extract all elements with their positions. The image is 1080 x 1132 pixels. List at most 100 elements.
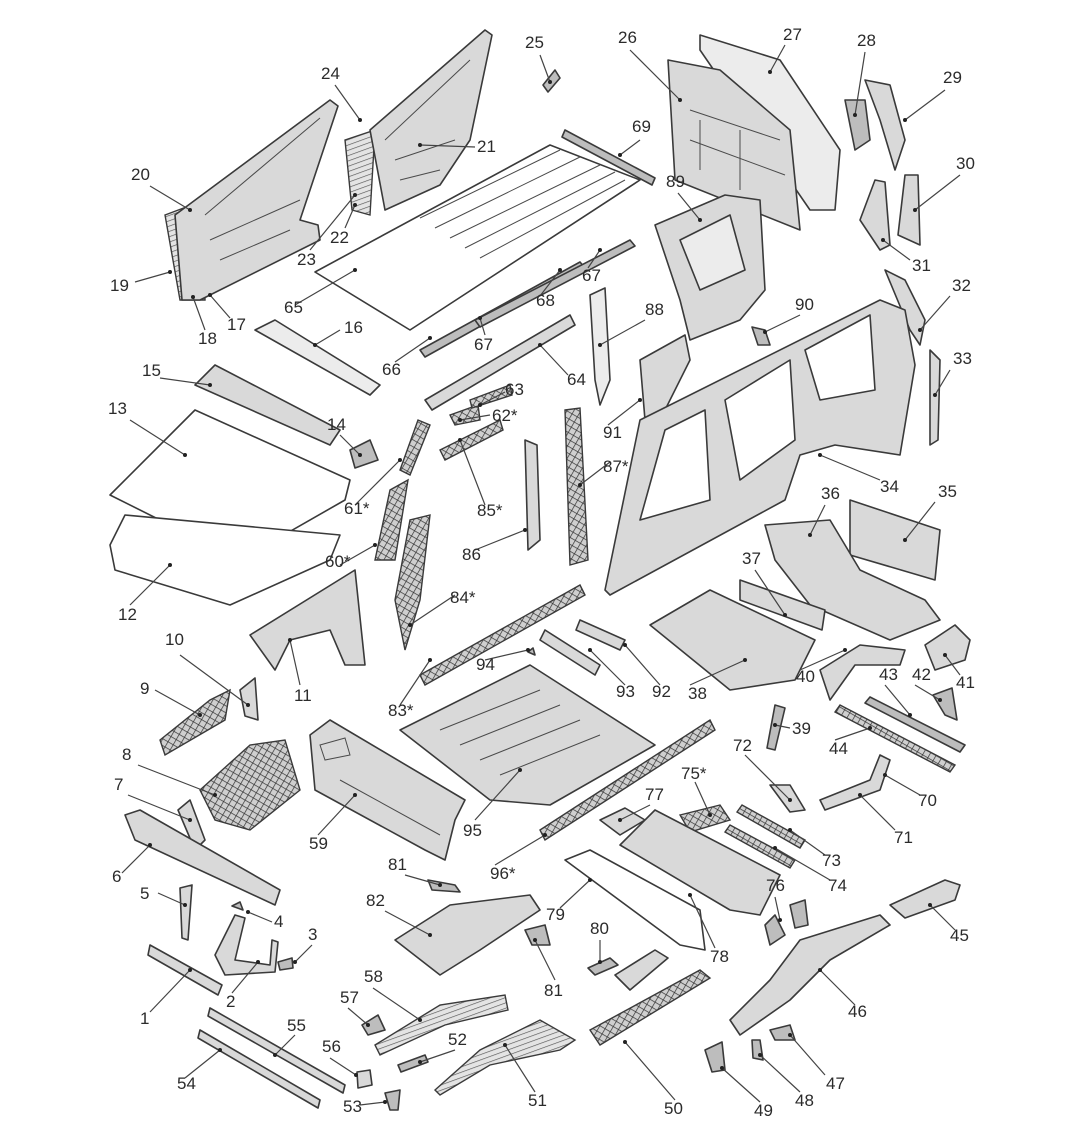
leader-dot: [708, 813, 712, 817]
pillar-part: [469, 384, 513, 409]
bracket-part: [575, 619, 626, 651]
leader-dot: [638, 398, 642, 402]
callout-14: 14: [327, 415, 346, 434]
callout-90: 90: [795, 295, 814, 314]
leader-dot: [168, 563, 172, 567]
leader-dot: [881, 238, 885, 242]
callout-8: 8: [122, 745, 131, 764]
leader-line: [399, 659, 431, 706]
leader-dot: [358, 118, 362, 122]
leader-dot: [458, 438, 462, 442]
leader-line: [919, 295, 951, 331]
leader-dot: [398, 458, 402, 462]
callout-82: 82: [366, 891, 385, 910]
leader-dot: [353, 193, 357, 197]
callout-62: 62*: [492, 406, 518, 425]
leader-dot: [523, 528, 527, 532]
bracket-part: [769, 1024, 796, 1041]
callout-87: 87*: [603, 457, 629, 476]
callout-41: 41: [956, 673, 975, 692]
leader-line: [479, 317, 486, 336]
leader-line: [384, 910, 431, 936]
leader-dot: [183, 903, 187, 907]
leader-line: [137, 764, 216, 796]
crossmember-part: [735, 804, 806, 849]
callout-33: 33: [953, 349, 972, 368]
callout-59: 59: [309, 834, 328, 853]
leader-line: [607, 399, 641, 426]
leader-dot: [688, 893, 692, 897]
rail-part: [864, 696, 966, 753]
frame-rail-part: [588, 969, 712, 1046]
bracket-part: [349, 439, 379, 469]
leader-line: [157, 892, 186, 906]
callout-17: 17: [227, 315, 246, 334]
callout-11: 11: [294, 686, 312, 705]
leader-dot: [858, 793, 862, 797]
leader-line: [339, 434, 361, 456]
callout-7: 7: [114, 775, 123, 794]
leader-line: [799, 649, 846, 671]
leader-dot: [808, 533, 812, 537]
leader-dot: [208, 293, 212, 297]
leader-line: [579, 461, 611, 486]
leader-dot: [598, 248, 602, 252]
leader-dot: [598, 960, 602, 964]
callout-53: 53: [343, 1097, 362, 1116]
leader-line: [419, 144, 476, 148]
callout-20: 20: [131, 165, 150, 184]
cowl-part: [194, 364, 341, 446]
leader-dot: [353, 203, 357, 207]
leader-line: [689, 894, 716, 949]
leader-line: [372, 987, 421, 1021]
callout-25: 25: [525, 33, 544, 52]
leader-line: [289, 639, 301, 686]
pillar-part: [564, 407, 589, 566]
callout-30: 30: [956, 154, 975, 173]
leader-line: [149, 185, 191, 211]
rear-floor-part: [564, 849, 706, 951]
leader-dot: [218, 1048, 222, 1052]
leader-dot: [366, 1023, 370, 1027]
leader-line: [559, 879, 591, 909]
callout-52: 52: [448, 1030, 467, 1049]
dash-panel-part: [309, 719, 466, 861]
leader-line: [339, 544, 376, 566]
leader-line: [859, 794, 896, 831]
leader-line: [904, 89, 946, 121]
liftgate-part: [667, 34, 841, 231]
leader-dot: [933, 393, 937, 397]
leader-line: [459, 414, 491, 421]
callout-36: 36: [821, 484, 840, 503]
leader-line: [774, 896, 781, 921]
callout-48: 48: [795, 1091, 814, 1110]
roof-bow-part: [474, 239, 636, 328]
leader-line: [789, 829, 826, 856]
callout-63: 63: [505, 380, 524, 399]
leader-line: [914, 684, 941, 701]
callout-71: 71: [894, 828, 913, 847]
pillar-part: [439, 419, 504, 461]
callout-85: 85*: [477, 501, 503, 520]
leader-dot: [213, 793, 217, 797]
leader-line: [884, 684, 911, 716]
leader-dot: [208, 383, 212, 387]
leader-dot: [843, 648, 847, 652]
callout-22: 22: [330, 228, 349, 247]
callout-39: 39: [792, 719, 811, 738]
leader-dot: [313, 343, 317, 347]
leader-line: [474, 529, 526, 551]
callout-37: 37: [742, 549, 761, 568]
leader-line: [134, 271, 171, 283]
rear-door-part: [344, 29, 493, 216]
leader-dot: [698, 218, 702, 222]
bracket-part: [924, 624, 971, 671]
callout-19: 19: [110, 276, 129, 295]
callout-70: 70: [918, 791, 937, 810]
callout-43: 43: [879, 665, 898, 684]
leader-dot: [908, 713, 912, 717]
leader-dot: [578, 483, 582, 487]
bracket-part: [819, 754, 891, 811]
leader-line: [419, 1049, 456, 1063]
bracket-part: [751, 326, 771, 346]
